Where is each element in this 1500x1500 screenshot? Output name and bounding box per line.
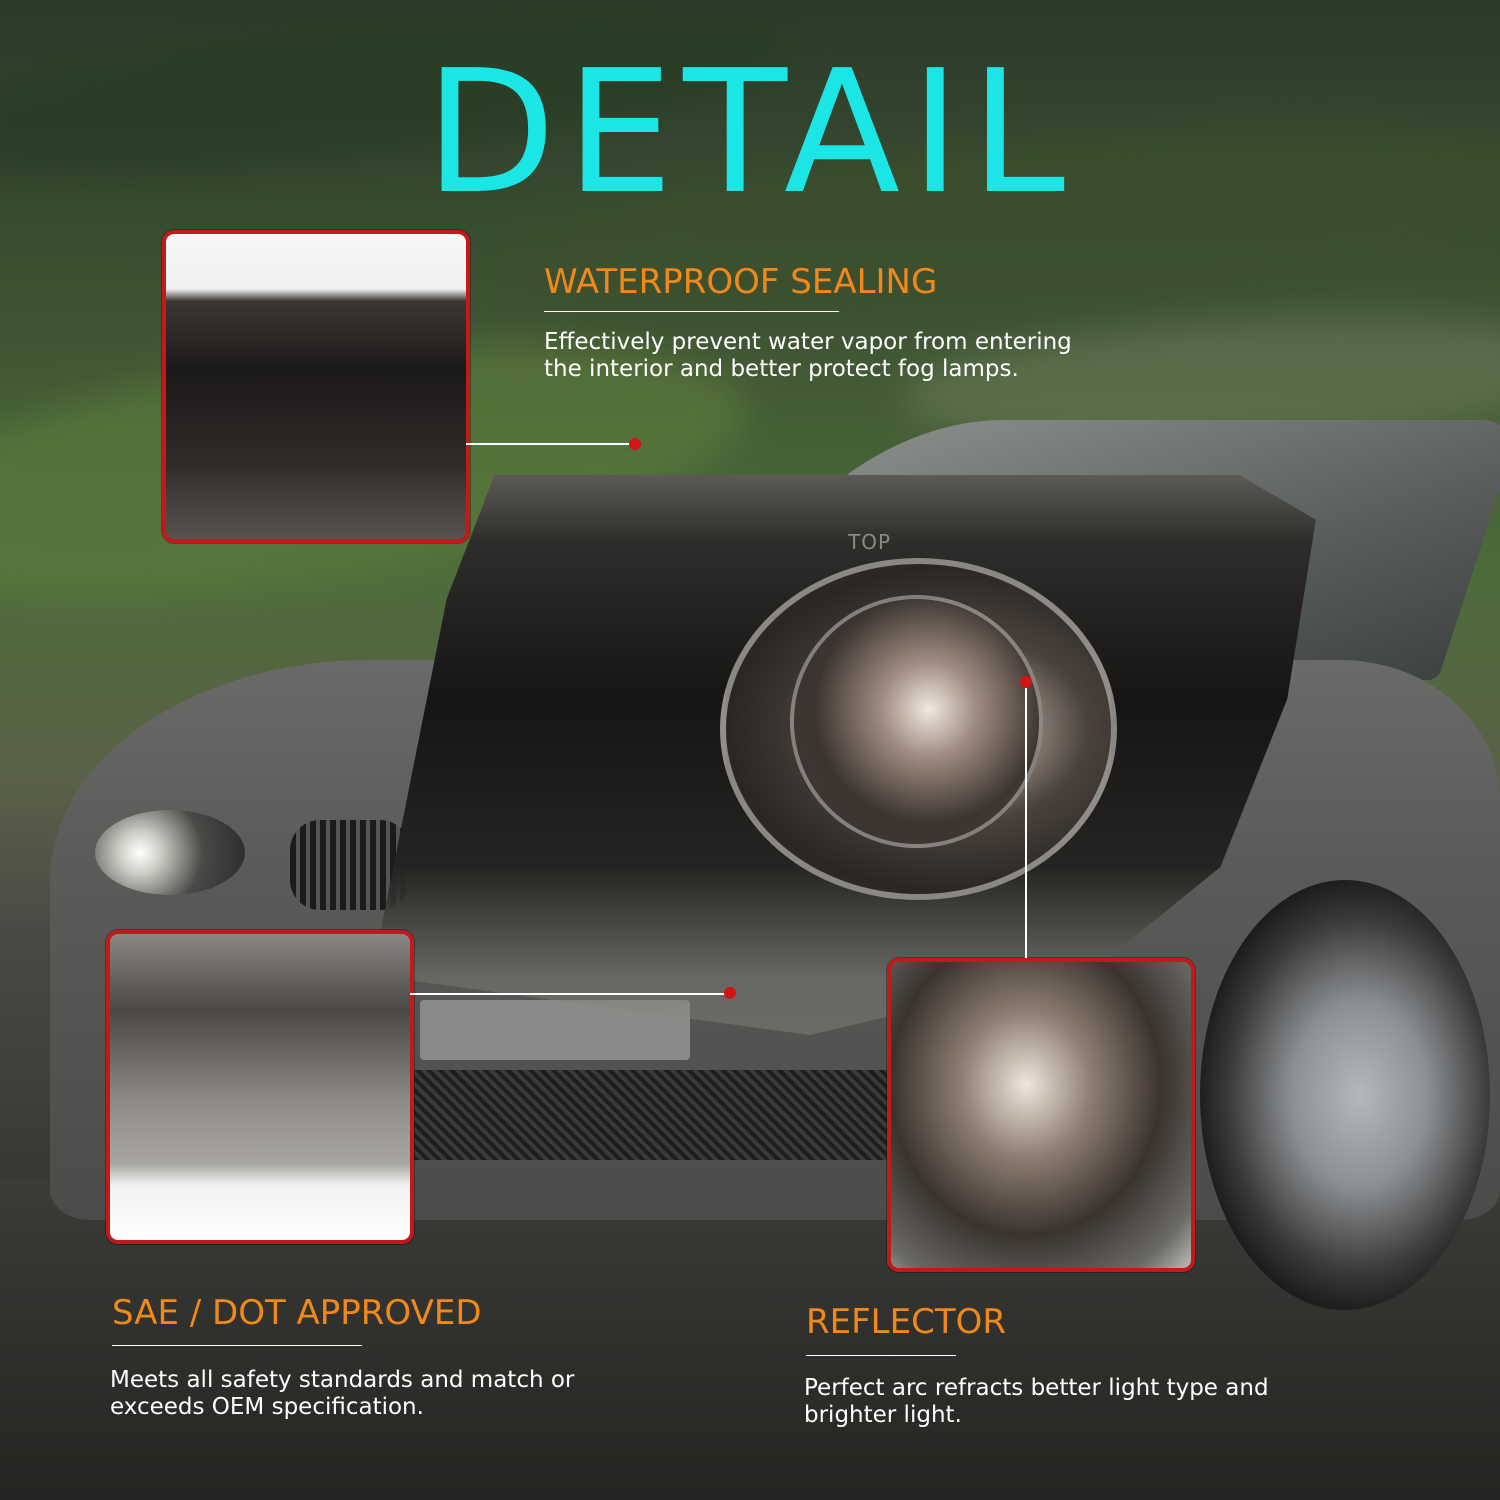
feature-desc-line: Perfect arc refracts better light type a… (804, 1375, 1269, 1401)
inset-sae-dot-marking (106, 930, 414, 1244)
callout-line-sae-dot (410, 993, 730, 995)
lamp-marking: TOP (848, 530, 892, 554)
feature-title-reflector: REFLECTOR (806, 1302, 1006, 1342)
car-wheel (1200, 880, 1490, 1310)
feature-desc-line: exceeds OEM specification. (110, 1394, 424, 1420)
callout-line-reflector (1025, 686, 1027, 958)
feature-title-sae-dot: SAE / DOT APPROVED (112, 1293, 482, 1333)
callout-dot-sae-dot (724, 987, 736, 999)
callout-dot-waterproof (629, 438, 641, 450)
page-title: DETAIL (424, 34, 1076, 232)
car-air-intake (380, 1070, 940, 1160)
feature-desc-line: brighter light. (804, 1402, 962, 1428)
callout-line-waterproof (466, 443, 634, 445)
inset-reflector (887, 958, 1195, 1272)
feature-underline (806, 1355, 956, 1356)
inset-waterproof-sealing (162, 230, 470, 543)
feature-desc-waterproof: Effectively prevent water vapor from ent… (544, 329, 1144, 383)
feature-desc-line: the interior and better protect fog lamp… (544, 356, 1019, 382)
feature-underline (544, 311, 839, 312)
car-headlight (95, 810, 245, 895)
feature-desc-line: Effectively prevent water vapor from ent… (544, 329, 1072, 355)
feature-desc-sae-dot: Meets all safety standards and match or … (110, 1367, 670, 1421)
feature-title-waterproof: WATERPROOF SEALING (544, 262, 938, 302)
feature-desc-line: Meets all safety standards and match or (110, 1367, 575, 1393)
feature-desc-reflector: Perfect arc refracts better light type a… (804, 1375, 1364, 1429)
fog-lamp-reflector (790, 595, 1043, 848)
callout-dot-reflector (1020, 676, 1032, 688)
feature-underline (112, 1345, 362, 1346)
